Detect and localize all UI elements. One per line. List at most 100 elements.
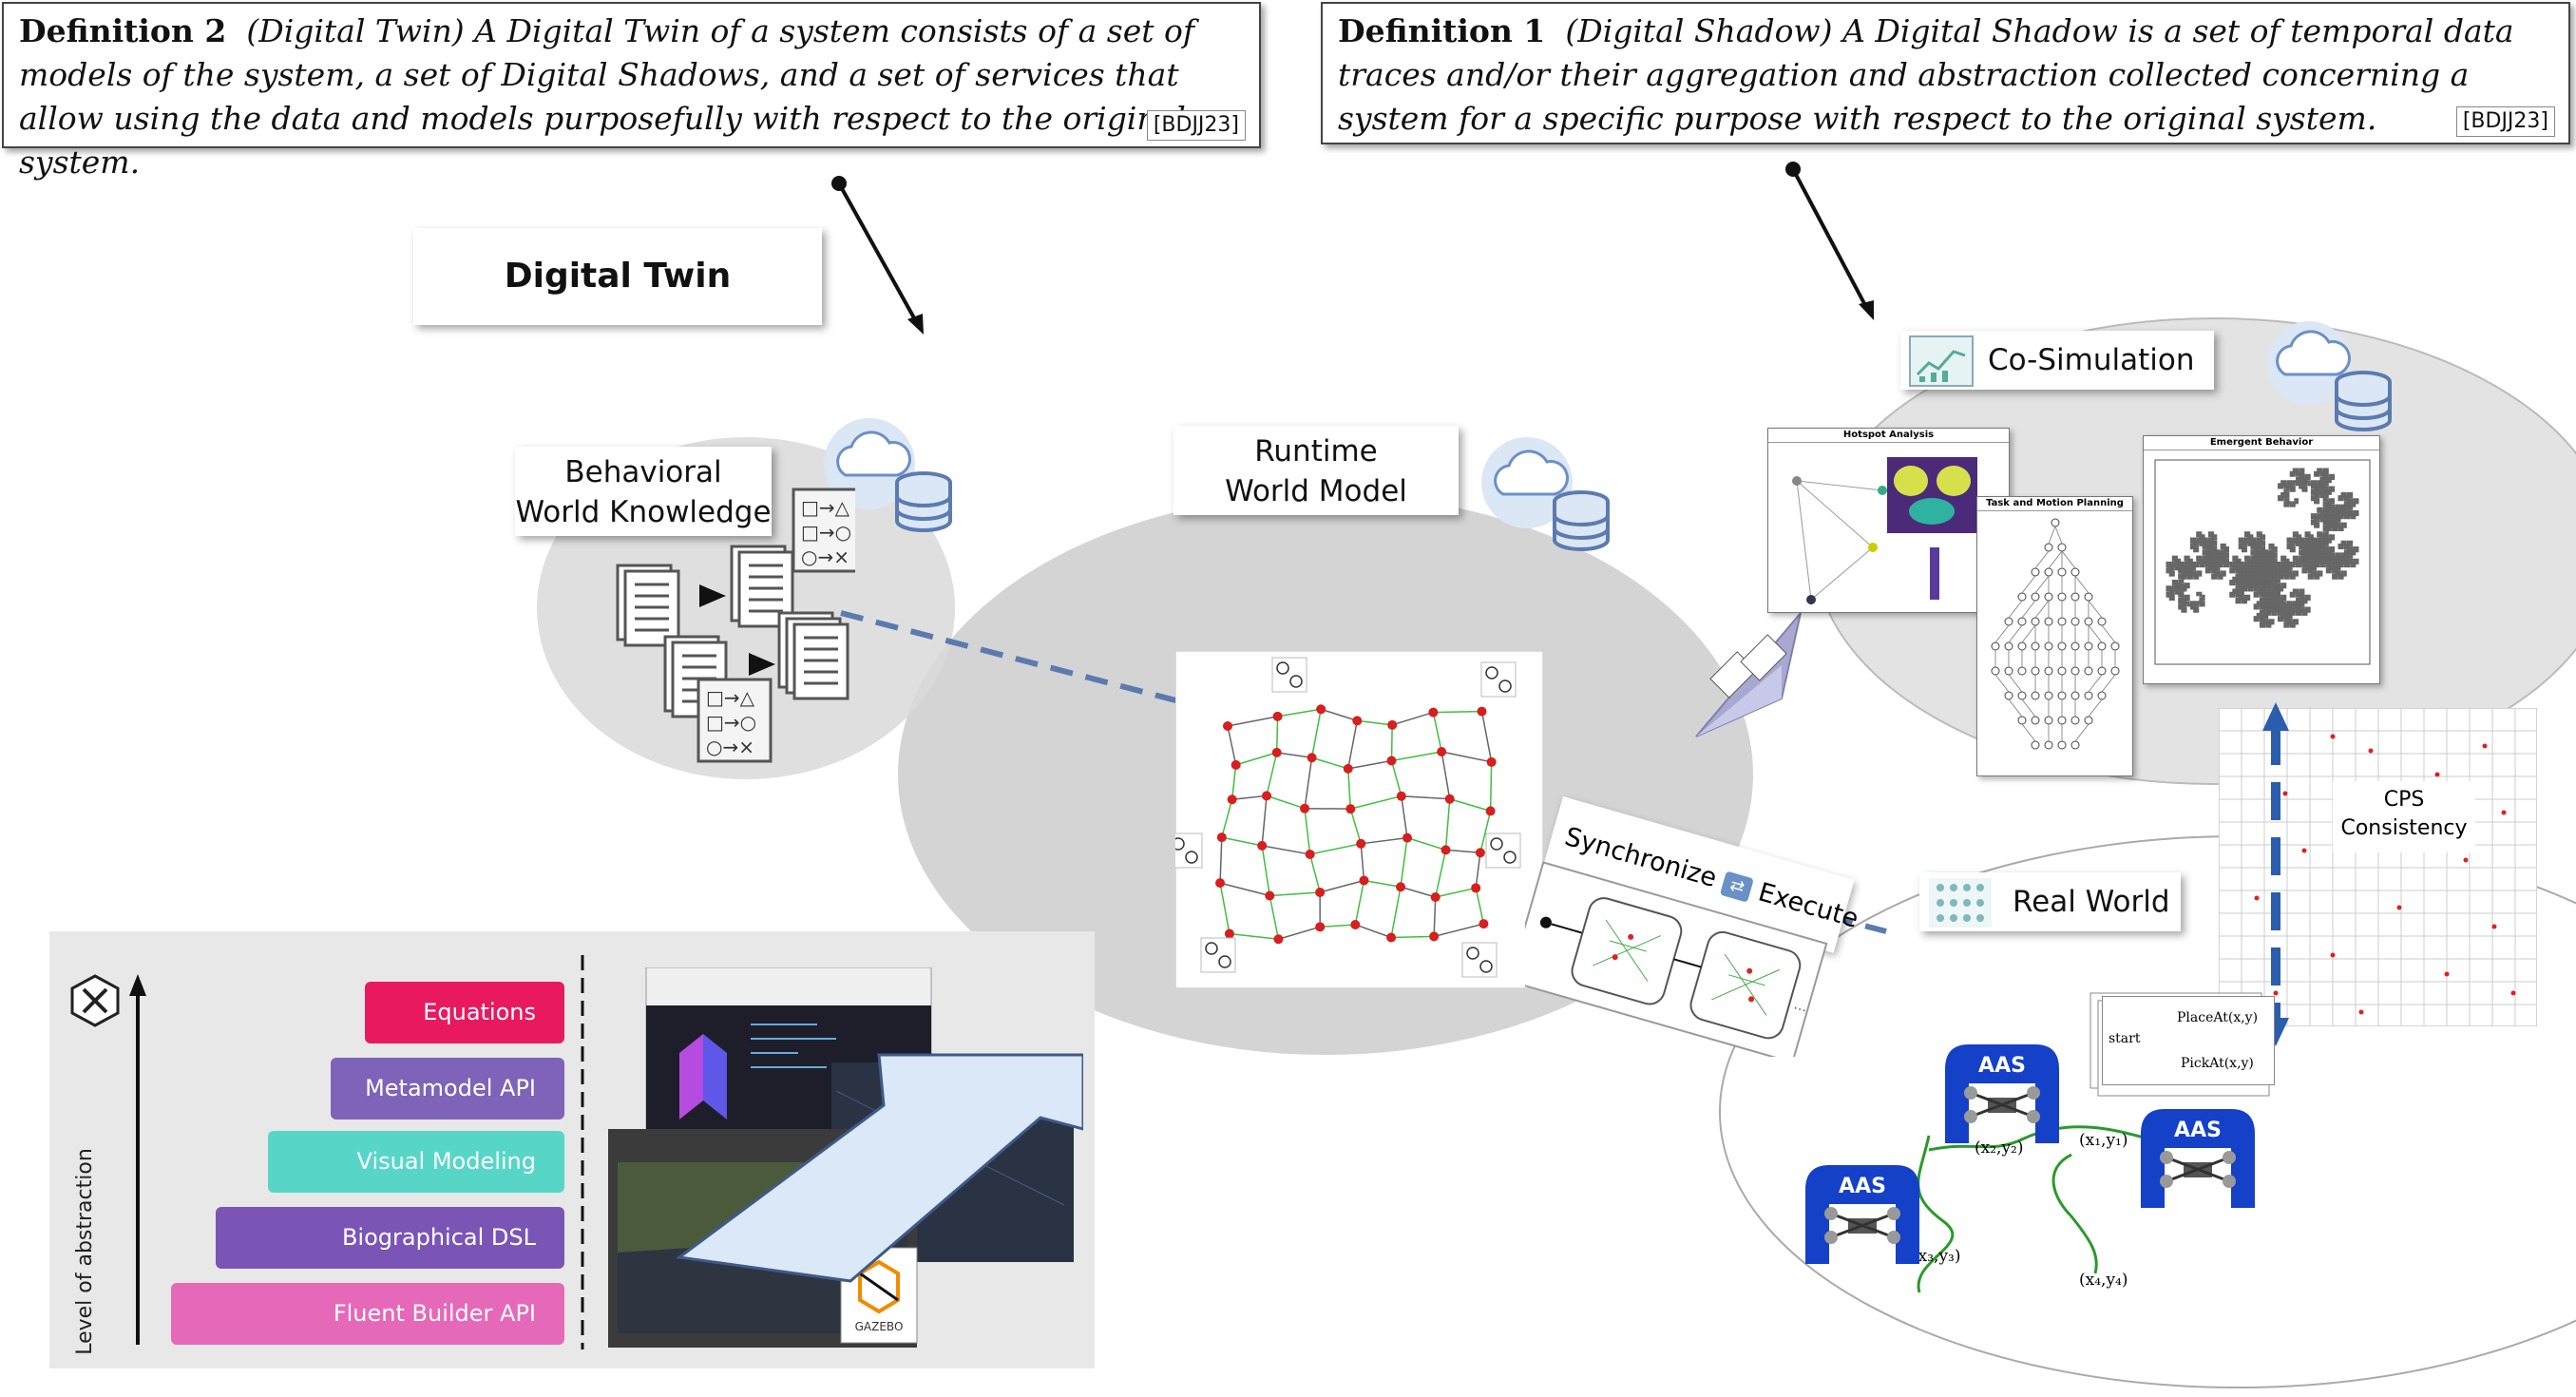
tree-node: [2084, 641, 2093, 651]
graph-edge: [1432, 712, 1442, 753]
graph-edge: [1227, 716, 1278, 727]
dots-grid-icon: [1929, 878, 1992, 928]
level-bar-equations: Equations: [365, 982, 564, 1043]
planning-tree: [1991, 518, 2120, 750]
graph-node: [1437, 747, 1447, 757]
runtime-line2: World Model: [1225, 474, 1407, 508]
state-dot: [2330, 952, 2336, 958]
graph-edge: [1266, 752, 1278, 796]
graph-edge: [1390, 760, 1402, 796]
tree-edge: [2008, 600, 2023, 619]
tree-node: [2057, 641, 2067, 651]
tree-node: [2057, 567, 2067, 577]
dragon-curve-plot: [2154, 459, 2371, 665]
graph-edge: [1390, 724, 1393, 761]
aas-label: AAS: [2174, 1119, 2222, 1142]
graph-edge: [1347, 759, 1392, 770]
graph-edge: [1269, 891, 1321, 897]
aas-label: AAS: [1978, 1054, 2026, 1078]
state-dot: [2273, 990, 2279, 996]
state-dot: [2254, 895, 2260, 901]
tree-node: [2031, 592, 2040, 602]
robot-marker: [1200, 937, 1236, 973]
graph-edge: [1347, 768, 1352, 810]
runtime-world-model-label: Runtime World Model: [1174, 426, 1459, 515]
document-stack-icon: □→△ □→○ ○→×: [616, 488, 855, 763]
graph-edge: [1235, 752, 1277, 766]
tree-edge: [2021, 723, 2036, 742]
graph-node: [1271, 747, 1282, 757]
graph-edge: [1401, 795, 1408, 838]
tool-logo-icon: [679, 1034, 703, 1120]
tree-node: [2097, 691, 2107, 700]
definition-head: Definition 1: [1338, 12, 1546, 49]
tree-edge: [2048, 526, 2056, 545]
tree-node: [2097, 617, 2107, 626]
graph-edge: [1304, 808, 1311, 855]
state-dot: [2463, 857, 2469, 863]
tree-node: [2031, 716, 2040, 725]
tree-node: [2057, 691, 2067, 700]
graph-edge: [1479, 811, 1492, 853]
tree-node: [2044, 617, 2053, 626]
tree-node: [2110, 666, 2120, 676]
tree-node: [2004, 617, 2013, 626]
tree-node: [2057, 543, 2067, 552]
graph-node: [1215, 878, 1226, 889]
twin-pointer-arrow: [831, 176, 924, 335]
task-motion-planning-panel: Task and Motion Planning: [1976, 496, 2133, 776]
graph-edge: [1475, 852, 1481, 889]
tree-node: [2044, 716, 2053, 725]
state-dot: [2282, 791, 2288, 796]
graph-edge: [1475, 888, 1485, 925]
definition-term: (Digital Twin): [246, 12, 465, 49]
tools-icon: [70, 974, 120, 1027]
tree-node: [2097, 641, 2107, 651]
graph-node: [1429, 931, 1440, 942]
graph-edge: [1219, 882, 1270, 897]
tree-edge: [2088, 600, 2103, 619]
abstraction-arrow: [676, 1053, 1083, 1283]
tree-node: [2084, 617, 2093, 626]
state-dot: [2444, 971, 2450, 977]
tree-edge: [1994, 624, 2010, 643]
graph-edge: [1309, 843, 1362, 855]
robot-marker: [1480, 661, 1517, 698]
graph-node: [1356, 838, 1366, 849]
cloud-database-icon: [2267, 321, 2392, 431]
tree-node: [2057, 666, 2067, 676]
tree-node: [2044, 641, 2053, 651]
citation: [BDJJ23]: [1146, 110, 1246, 141]
tree-node: [2084, 691, 2093, 700]
cps-line2: Consistency: [2340, 816, 2468, 840]
fsm-action: PlaceAt(x,y): [2177, 1010, 2259, 1025]
graph-edge: [1391, 751, 1442, 762]
tree-node: [2084, 666, 2093, 676]
tree-node: [2097, 666, 2107, 676]
aas-drone-unit: AAS: [1801, 1161, 1924, 1264]
aas-drone-unit: AAS: [1940, 1041, 2064, 1143]
robot-marker: [1461, 942, 1498, 978]
graph-node: [1387, 719, 1398, 730]
co-simulation-text: Co-Simulation: [1988, 343, 2195, 377]
cloud-database-icon: [1481, 437, 1610, 551]
graph-edge: [1357, 719, 1393, 726]
graph-edge: [1320, 708, 1358, 722]
svg-text:…: …: [1792, 997, 1809, 1015]
tree-node: [2057, 592, 2067, 602]
graph-edge: [1433, 896, 1437, 937]
graph-node: [1262, 791, 1272, 801]
real-world-text: Real World: [2013, 885, 2170, 919]
graph-edge: [1266, 794, 1306, 810]
tree-node: [2070, 666, 2080, 676]
graph-edge: [1221, 799, 1233, 838]
graph-edge: [1320, 924, 1356, 928]
tree-node: [1991, 641, 2000, 651]
graph-edge: [1261, 795, 1268, 846]
graph-node: [1315, 887, 1326, 897]
runtime-graph: [1175, 651, 1543, 988]
definition-term: (Digital Shadow): [1565, 12, 1833, 49]
digital-twin-title: Digital Twin: [413, 228, 822, 325]
real-world-label: Real World: [1919, 872, 2181, 931]
tree-edge: [2101, 624, 2116, 643]
